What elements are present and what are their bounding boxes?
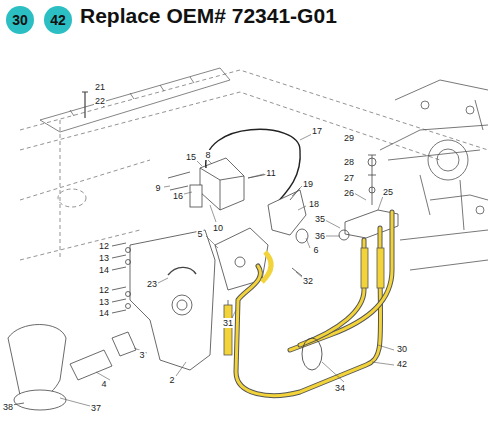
callout-number: 26 [343, 188, 355, 198]
page-title: Replace OEM# 72341-G01 [80, 4, 337, 28]
callout-number: 14 [98, 265, 110, 275]
callout-number: 13 [98, 297, 110, 307]
callout-number: 29 [343, 133, 355, 143]
callout-number: 38 [2, 402, 14, 412]
badge-circle: 30 [6, 6, 34, 34]
callout-number: 17 [311, 126, 323, 136]
callout-number: 28 [343, 157, 355, 167]
badge-number: 42 [50, 12, 66, 28]
callout-number: 30 [396, 344, 408, 354]
callout-number: 37 [90, 403, 102, 413]
callout-number: 27 [343, 173, 355, 183]
callout-number: 12 [98, 285, 110, 295]
callout-number: 22 [94, 96, 106, 106]
callout-number: 34 [334, 383, 346, 393]
callout-number: 42 [396, 359, 408, 369]
callout-number: 25 [382, 187, 394, 197]
callout-number: 32 [302, 276, 314, 286]
callout-number: 16 [172, 191, 184, 201]
callout-number: 31 [222, 318, 234, 328]
callout-number: 23 [146, 279, 158, 289]
callout-number: 14 [98, 308, 110, 318]
callout-number: 18 [308, 199, 320, 209]
badge-number: 30 [12, 12, 28, 28]
callout-number: 36 [314, 231, 326, 241]
callout-number: 9 [154, 183, 161, 193]
callout-number: 13 [98, 253, 110, 263]
callout-number: 19 [302, 179, 314, 189]
callout-number: 11 [265, 168, 276, 178]
callout-number: 6 [312, 245, 319, 255]
badge-circle: 42 [44, 6, 72, 34]
callout-number: 5 [196, 229, 203, 239]
callout-number: 4 [100, 379, 107, 389]
callout-number: 2 [168, 375, 175, 385]
callout-number: 10 [212, 223, 224, 233]
callout-number: 35 [314, 214, 326, 224]
callout-number: 8 [204, 150, 211, 160]
callout-number: 12 [98, 241, 110, 251]
callout-number: 21 [94, 82, 106, 92]
callout-number: 15 [185, 152, 197, 162]
callout-number: 3 [138, 350, 145, 360]
